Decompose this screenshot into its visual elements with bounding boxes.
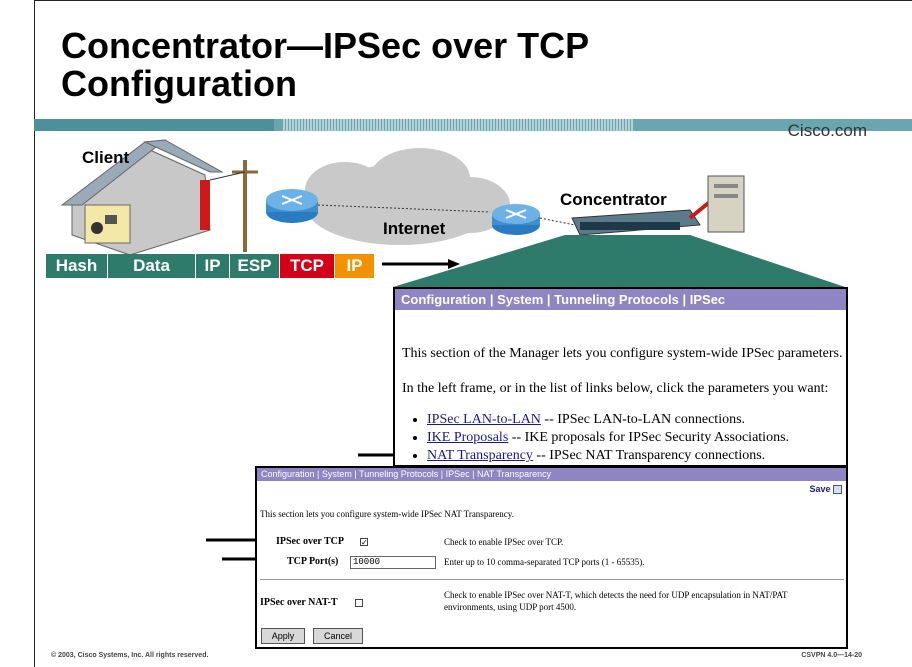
- packet-arrow: [382, 259, 460, 269]
- nat-t-help-line1: Check to enable IPSec over NAT-T, which …: [444, 590, 788, 600]
- nat-transparency-link[interactable]: NAT Transparency: [427, 448, 533, 463]
- save-icon: [833, 485, 842, 495]
- slide-frame: [34, 0, 912, 667]
- footer-course-code: CSVPN 4.0—14-20: [801, 652, 862, 659]
- nat-transparency-window: Configuration | System | Tunneling Proto…: [255, 466, 848, 649]
- ipsec-intro-text: This section of the Manager lets you con…: [402, 346, 843, 361]
- utility-pole-icon: [209, 160, 258, 252]
- tcp-ports-help: Enter up to 10 comma-separated TCP ports…: [444, 557, 645, 567]
- server-icon: [707, 175, 745, 233]
- ipsec-over-tcp-help: Check to enable IPSec over TCP.: [444, 537, 564, 547]
- packet-field-esp: ESP: [230, 254, 280, 278]
- list-item: IPSec LAN-to-LAN -- IPSec LAN-to-LAN con…: [427, 411, 789, 429]
- nat-breadcrumb: Configuration | System | Tunneling Proto…: [257, 468, 846, 481]
- list-item: NAT Transparency -- IPSec NAT Transparen…: [427, 447, 789, 465]
- footer-copyright: © 2003, Cisco Systems, Inc. All rights r…: [51, 652, 209, 659]
- cancel-button[interactable]: Cancel: [313, 628, 363, 644]
- ipsec-config-window: Configuration | System | Tunneling Proto…: [393, 287, 848, 467]
- tcp-ports-input[interactable]: 10000: [350, 556, 436, 569]
- ipsec-breadcrumb: Configuration | System | Tunneling Proto…: [395, 289, 846, 310]
- client-label: Client: [82, 148, 130, 167]
- slide-title: Concentrator—IPSec over TCP Configuratio…: [61, 25, 589, 104]
- ike-proposals-link[interactable]: IKE Proposals: [427, 430, 509, 445]
- apply-button[interactable]: Apply: [261, 628, 305, 644]
- nat-intro-text: This section lets you configure system-w…: [260, 509, 514, 519]
- title-rule: [34, 119, 912, 131]
- house-icon: [60, 139, 224, 256]
- ipsec-links-list: IPSec LAN-to-LAN -- IPSec LAN-to-LAN con…: [407, 411, 789, 465]
- nat-t-help-line2: environments, using UDP port 4500.: [444, 602, 577, 612]
- tcp-ports-label: TCP Port(s): [287, 556, 339, 567]
- ipsec-over-tcp-label: IPSec over TCP: [276, 536, 344, 547]
- internet-cloud-icon: [305, 148, 510, 245]
- router-icon: [266, 189, 318, 223]
- cisco-com-logo: Cisco.com: [787, 121, 867, 140]
- internet-label: Internet: [383, 219, 446, 238]
- ipsec-over-tcp-checkbox[interactable]: ✓: [360, 538, 368, 547]
- ipsec-lan-to-lan-link[interactable]: IPSec LAN-to-LAN: [427, 412, 541, 427]
- concentrator-device-icon: [571, 209, 701, 236]
- packet-diagram: Hash Data IP ESP TCP IP: [46, 254, 375, 278]
- packet-field-ip-outer: IP: [335, 254, 375, 278]
- divider: [260, 579, 844, 580]
- packet-field-hash: Hash: [46, 254, 108, 278]
- ipsec-over-nat-t-checkbox[interactable]: [355, 599, 363, 607]
- router-icon: [492, 204, 540, 235]
- packet-field-tcp: TCP: [280, 254, 335, 278]
- list-item: IKE Proposals -- IKE proposals for IPSec…: [427, 429, 789, 447]
- ipsec-over-nat-t-label: IPSec over NAT-T: [260, 597, 338, 608]
- save-button[interactable]: Save: [809, 484, 842, 495]
- packet-field-ip-inner: IP: [196, 254, 230, 278]
- ipsec-instructions-text: In the left frame, or in the list of lin…: [402, 381, 829, 396]
- packet-field-data: Data: [108, 254, 196, 278]
- concentrator-label: Concentrator: [560, 190, 667, 209]
